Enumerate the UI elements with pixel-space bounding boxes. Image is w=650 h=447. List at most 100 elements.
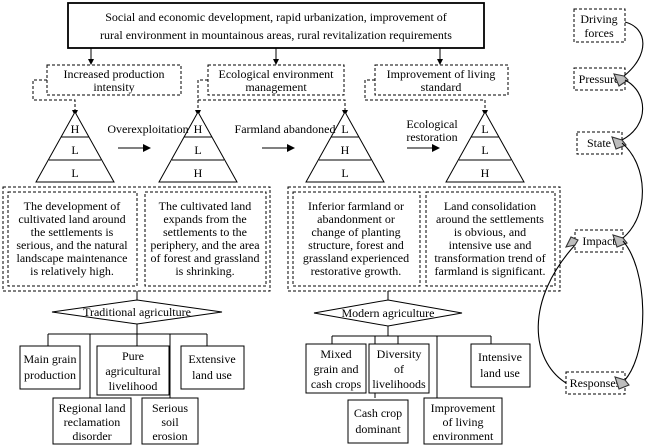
modern-item-5-line-1: Improvement (431, 401, 496, 415)
traditional-item-5-line-3: erosion (152, 429, 187, 443)
modern-item-5-line-2: of living (443, 415, 484, 429)
transition-3: Ecological restoration (406, 117, 458, 152)
traditional-item-1-line-1: Main grain (24, 352, 77, 366)
state-2-line-3: settlements to the (163, 225, 247, 239)
state-3-line-4: structure, forest and (308, 238, 404, 252)
modern-item-3-line-2: land use (480, 366, 520, 380)
side-label-state: State (587, 136, 611, 150)
curve-responses-to-impact (537, 244, 576, 384)
pressure-2-line-1: Ecological environment (219, 67, 335, 81)
state-4-line-2: around the settlements (436, 212, 544, 226)
modern-item-3-line-1: Intensive (478, 350, 522, 364)
pyramid-3-level-1: L (341, 122, 348, 136)
state-2-line-4: periphery, and the area (150, 238, 260, 252)
side-label-driving-line-1: Driving (580, 12, 617, 26)
modern-item-2-line-1: Diversity (377, 347, 422, 361)
state-2-line-5: of forest and grassland (151, 251, 260, 265)
state-1-line-2: cultivated land around (18, 212, 125, 226)
pressure-box-1: Increased production intensity (46, 64, 182, 96)
pyramid-2-level-2: L (194, 143, 201, 157)
state-1-line-1: The development of (24, 199, 121, 213)
modern-item-2-line-2: of (394, 362, 404, 376)
state-text-3: Inferior farmland or abandonment or chan… (303, 199, 409, 278)
traditional-item-3-line-1: Extensive (188, 352, 235, 366)
state-3-line-1: Inferior farmland or (308, 199, 404, 213)
traditional-agriculture-tree: Traditional agriculture Main grain produ… (19, 291, 245, 445)
transition-1-label: Overexploitation (107, 122, 188, 136)
modern-item-5-line-3: environment (433, 429, 494, 443)
state-4-line-5: transformation trend of (434, 251, 545, 265)
state-text-4: Land consolidation around the settlement… (434, 199, 545, 278)
state-text-1: The development of cultivated land aroun… (16, 199, 128, 278)
state-2-line-2: expands from the (163, 212, 246, 226)
traditional-item-5-line-1: Serious (152, 401, 188, 415)
modern-item-1-line-1: Mixed (320, 347, 351, 361)
pyramid-4-level-3: H (481, 166, 490, 180)
state-1-line-4: serious, and the natural (16, 238, 128, 252)
state-2-line-1: The cultivated land (159, 199, 252, 213)
modern-item-1-line-3: cash crops (311, 377, 362, 391)
traditional-item-2-line-1: Pure (122, 349, 144, 363)
transition-3-line-2: restoration (406, 130, 457, 144)
state-group-left (2, 186, 271, 292)
transition-2-label: Farmland abandoned (235, 122, 336, 136)
pyramid-4-level-2: L (481, 143, 488, 157)
pyramid-4: L L H (445, 110, 525, 183)
state-2-line-6: is shrinking. (175, 264, 234, 278)
modern-agriculture-label: Modern agriculture (342, 306, 435, 320)
pyramid-1-level-2: L (71, 143, 78, 157)
state-3-line-2: abandonment or (317, 212, 395, 226)
pyramid-3-level-2: H (341, 143, 350, 157)
modern-agriculture-tree: Modern agriculture Mixed grain and cash … (305, 291, 531, 445)
traditional-item-4-line-2: reclamation (64, 415, 121, 429)
traditional-item-2-line-2: agricultural (105, 364, 161, 378)
traditional-item-4-line-3: disorder (72, 429, 111, 443)
state-1-line-6: is relatively high. (30, 264, 114, 278)
pressure-1-line-1: Increased production (64, 67, 165, 81)
side-impact-box (574, 229, 624, 253)
state-1-line-5: landscape maintenance (17, 251, 128, 265)
state-4-line-6: farmland is significant. (435, 264, 546, 278)
traditional-item-2-line-3: livelihood (109, 379, 158, 393)
curve-impact-to-responses (622, 240, 644, 381)
modern-item-4-line-2: dominant (355, 422, 401, 436)
side-label-impact: Impact (582, 234, 616, 248)
traditional-item-3-line-2: land use (192, 368, 232, 382)
state-4-line-1: Land consolidation (444, 199, 536, 213)
curve-state-to-impact (621, 142, 643, 239)
traditional-item-4-line-1: Regional land (59, 401, 126, 415)
pyramid-1-level-1: H (71, 122, 80, 136)
curve-driving-to-pressure (623, 21, 644, 77)
pyramid-2-level-3: H (194, 166, 203, 180)
state-1-line-3: the settlements is (31, 225, 114, 239)
state-3-line-5: grassland experienced (303, 251, 409, 265)
dpsir-sidebar: Driving forces Pressure State Impact Res… (565, 8, 626, 395)
pyramid-1-level-3: L (71, 166, 78, 180)
traditional-item-1-line-2: production (24, 368, 76, 382)
state-group-right (287, 186, 561, 292)
pressure-1-line-2: intensity (93, 80, 134, 94)
pyramid-2: H L H (158, 110, 238, 183)
pressure-box-2: Ecological environment management (207, 64, 345, 96)
state-3-line-6: restorative growth. (311, 264, 402, 278)
transition-3-line-1: Ecological (406, 117, 458, 131)
pyramid-3: L H L (305, 110, 385, 183)
state-3-line-3: change of planting (311, 225, 400, 239)
pressure-2-line-2: management (245, 80, 307, 94)
traditional-item-5-line-2: soil (161, 415, 179, 429)
pyramid-4-level-1: L (481, 122, 488, 136)
curve-pressure-to-state (621, 79, 644, 141)
driving-forces-line-2: rural environment in mountainous areas, … (100, 28, 452, 42)
side-label-responses: Responses (570, 376, 621, 390)
modern-item-4-line-1: Cash crop (354, 406, 402, 420)
state-4-line-4: intensive use and (449, 238, 532, 252)
transition-2: Farmland abandoned (235, 122, 336, 152)
traditional-agriculture-label: Traditional agriculture (83, 305, 191, 319)
side-driving-forces-box (573, 8, 626, 43)
pressure-box-3: Improvement of living standard (374, 64, 509, 96)
side-label-pressure: Pressure (579, 72, 620, 86)
pressure-3-line-2: standard (421, 80, 462, 94)
driving-forces-line-1: Social and economic development, rapid u… (105, 10, 447, 24)
state-4-line-3: is obvious, and (454, 225, 526, 239)
